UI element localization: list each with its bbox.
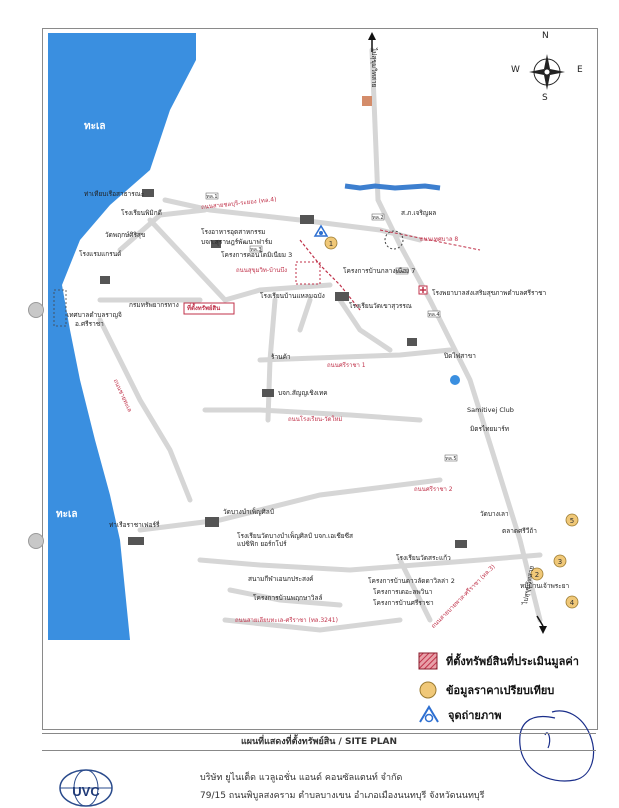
place-stadium: สนามกีฬาเอนกประสงค์ xyxy=(248,575,314,583)
sea-label: ทะเล xyxy=(56,509,78,520)
legend-comparables-label: ข้อมูลราคาเปรียบเทียบ xyxy=(446,684,555,697)
svg-text:1: 1 xyxy=(329,240,333,248)
place-pier: ท่าเทียบเรือสาธารณะ xyxy=(84,190,145,198)
to-south-arrow xyxy=(536,615,547,634)
map-title: แผนที่แสดงที่ตั้งทรัพย์สิน / SITE PLAN xyxy=(42,733,596,751)
svg-text:ทล.3: ทล.3 xyxy=(250,247,261,253)
place-school: โรงเรียนวัดบางบำเพ็ญศิลป์ บจก.เอเชียซีส … xyxy=(237,532,353,548)
building-icons xyxy=(100,189,467,548)
hatched-square-icon xyxy=(418,652,438,670)
photo-point-marker xyxy=(313,224,329,237)
place-market: มิตรไทยมาร์ท xyxy=(470,425,510,433)
svg-text:3: 3 xyxy=(558,558,562,566)
company-name: บริษัท ยูไนเต็ด แวลูเอชั่น แอนด์ คอนซัลแ… xyxy=(200,773,403,783)
to-north-arrow xyxy=(368,32,376,52)
place-petrol: ปิดไฟสาขา xyxy=(444,352,476,360)
place-police: ส.ภ.เจริญผล xyxy=(401,209,437,217)
comparable-marker-4: 4 xyxy=(565,595,579,609)
comparable-marker-1: 1 xyxy=(324,236,338,250)
place-village: หมู่บ้านเจ้าพระยา xyxy=(520,582,570,590)
samitivej-icon xyxy=(450,375,460,385)
m-icon xyxy=(362,96,372,106)
sea-label: ทะเล xyxy=(84,121,106,132)
place-temple: วัดพฤกษ์ศิริสุข xyxy=(105,231,146,239)
place-hotel: โรงแรมแกรนด์ xyxy=(79,250,122,258)
legend-photo-points: จุดถ่ายภาพ xyxy=(418,705,502,725)
place-hospital: โรงพยาบาลส่งเสริมสุขภาพตำบลศรีราชา xyxy=(432,289,547,297)
svg-text:ทล.2: ทล.2 xyxy=(372,215,383,221)
place-school: โรงเรียนวัดเขาสุวรรณ xyxy=(349,302,412,310)
uvc-logo: UVC xyxy=(59,769,113,807)
place-office: กรมทรัพยากรทาง xyxy=(129,301,179,309)
svg-text:4: 4 xyxy=(570,599,575,607)
compass-s: S xyxy=(542,93,548,103)
road-label: ถนนสายเลียบทะเล-ศรีราชา (ทล.3241) xyxy=(235,617,338,624)
road-label: ถนนศรีราชา 2 xyxy=(414,486,453,493)
road-label: ถนนโรงเรียน-วัดใหม่ xyxy=(288,416,343,423)
svg-text:ทล.6: ทล.6 xyxy=(396,269,407,275)
legend-photo-points-label: จุดถ่ายภาพ xyxy=(448,709,502,722)
arterial-route xyxy=(299,239,361,311)
bypass-route xyxy=(379,229,481,251)
photo-point-icon xyxy=(419,705,439,723)
legend-comparables: ข้อมูลราคาเปรียบเทียบ xyxy=(418,680,554,700)
district-area xyxy=(53,289,67,327)
compass-e: E xyxy=(577,65,583,75)
place-temple: วัดบางเลา xyxy=(480,510,509,518)
place-school: โรงเรียนวัดสระแก้ว xyxy=(396,554,451,562)
legend-subject: ที่ตั้งทรัพย์สินที่ประเมินมูลค่า xyxy=(418,652,579,670)
subject-parcel xyxy=(295,261,321,285)
place-temple: วัดบางบำเพ็ญศิลป์ xyxy=(223,508,274,516)
place-market: ตลาดศรีวีถ้า xyxy=(502,527,537,535)
place-school: โรงเรียนพิมิกดี xyxy=(121,209,162,217)
gold-circle-icon xyxy=(419,681,437,699)
svg-text:ทล.4: ทล.4 xyxy=(428,312,439,318)
compass-n: N xyxy=(542,31,549,41)
place-district: อ.ศรีราชา xyxy=(75,320,104,328)
compass-w: W xyxy=(511,65,520,75)
place-village: โครงการเดอะลพวินา xyxy=(373,588,433,596)
place-village: โครงการบ้านศรีราชา xyxy=(373,599,434,607)
hospital-cross xyxy=(418,285,428,295)
punch-hole xyxy=(28,533,44,549)
place-school: โรงเรียนบ้านแหลมฉบัง xyxy=(260,292,325,300)
comparable-marker-3: 3 xyxy=(553,554,567,568)
place-village: โครงการบ้านดาวลัดดาวิลล่า 2 xyxy=(368,577,455,585)
place-pier: ท่าเรือราชาเฟอร์รี่ xyxy=(109,521,160,529)
place-shop: ร้านค้า xyxy=(271,353,291,361)
legend-subject-label: ที่ตั้งทรัพย์สินที่ประเมินมูลค่า xyxy=(446,655,579,668)
place-village: โครงการบ้านพฤกษาวิลล์ xyxy=(253,594,323,602)
place-project: โครงการบ้านกลางเมือง 7 xyxy=(343,267,416,275)
place-company: โรงอาหารอุตสาหกรรม xyxy=(201,228,266,236)
road-label: ถนนศรีราชา 1 xyxy=(327,362,366,369)
place-company: บจก.สัญญเชิงเทค xyxy=(278,389,328,397)
to-north-label: ไปสุขุมวิทสาย xyxy=(370,48,378,88)
punch-hole xyxy=(28,302,44,318)
company-address: 79/15 ถนนพิบูลสงคราม ตำบลบางเขน อำเภอเมื… xyxy=(200,791,485,801)
place-municipal: เทศบาลตำบลราญจิ xyxy=(67,311,122,319)
svg-text:2: 2 xyxy=(535,571,539,579)
subject-marker xyxy=(183,302,235,315)
svg-text:ทล.1: ทล.1 xyxy=(206,194,217,200)
road-label: ถนนสุขุมวิท-บ้านบึง xyxy=(236,267,288,274)
subject-label: ที่ตั้งทรัพย์สิน xyxy=(187,305,221,312)
place-company: บจก.สุราษฎร์พัฒนาฟาร์ม xyxy=(201,238,273,246)
sea-area xyxy=(48,33,196,640)
route-shields: ทล.1 ทล.2 ทล.3 ทล.4 ทล.5 ทล.6 xyxy=(205,192,458,462)
svg-text:UVC: UVC xyxy=(72,784,100,799)
comparable-marker-5: 5 xyxy=(565,513,579,527)
svg-text:5: 5 xyxy=(570,517,574,525)
compass-rose xyxy=(529,54,565,90)
comparable-marker-2: 2 xyxy=(530,567,544,581)
place-samitivej: Samitivej Club xyxy=(467,406,514,414)
svg-text:ทล.5: ทล.5 xyxy=(445,456,456,462)
river xyxy=(344,183,441,191)
roundabout xyxy=(384,230,404,250)
place-project: โครงการคอนโดมิเนียม 3 xyxy=(221,251,293,259)
road-label: ถนนเทศบาล 8 xyxy=(420,236,459,243)
